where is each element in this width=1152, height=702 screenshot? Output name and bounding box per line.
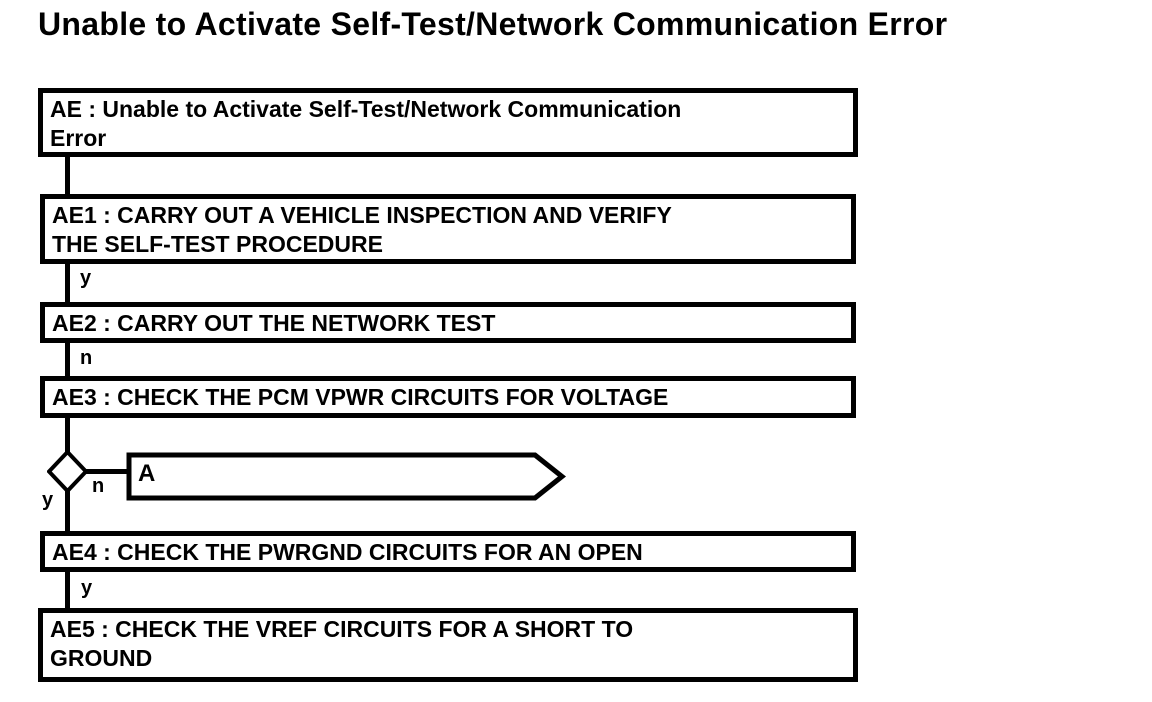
node-ae1: AE1 : CARRY OUT A VEHICLE INSPECTION AND… [40, 194, 856, 264]
node-label-line: AE2 : CARRY OUT THE NETWORK TEST [52, 310, 496, 336]
node-ae4: AE4 : CHECK THE PWRGND CIRCUITS FOR AN O… [40, 531, 856, 572]
node-label-line: AE5 : CHECK THE VREF CIRCUITS FOR A SHOR… [50, 616, 634, 642]
node-label-line: AE3 : CHECK THE PCM VPWR CIRCUITS FOR VO… [52, 384, 669, 410]
connector-ae-to-ae1 [65, 152, 70, 200]
decision-diamond [47, 450, 88, 493]
edge-label-yes: y [80, 267, 92, 289]
offpage-connector-shape [126, 452, 567, 501]
node-ae3: AE3 : CHECK THE PCM VPWR CIRCUITS FOR VO… [40, 376, 856, 418]
node-label-line: THE SELF-TEST PROCEDURE [52, 231, 383, 257]
node-label-line: GROUND [50, 645, 153, 671]
connector-ae1-to-ae2 [65, 259, 70, 308]
node-ae5: AE5 : CHECK THE VREF CIRCUITS FOR A SHOR… [38, 608, 858, 682]
node-label-line: AE4 : CHECK THE PWRGND CIRCUITS FOR AN O… [52, 539, 643, 565]
edge-label-yes: y [81, 577, 93, 599]
node-ae: AE : Unable to Activate Self-Test/Networ… [38, 88, 858, 157]
node-label-line: AE1 : CARRY OUT A VEHICLE INSPECTION AND… [52, 202, 672, 228]
connector-ae4-to-ae5 [65, 567, 70, 614]
edge-label-yes: y [42, 489, 54, 511]
connector-ae3-to-decision [65, 413, 70, 456]
connector-decision-to-offpage [84, 469, 130, 474]
edge-label-no: n [92, 475, 105, 497]
node-label-line: Error [50, 125, 107, 151]
offpage-connector-label: A [138, 460, 156, 487]
page-title: Unable to Activate Self-Test/Network Com… [38, 6, 948, 42]
connector-ae2-to-ae3 [65, 338, 70, 382]
connector-decision-to-ae4 [65, 487, 70, 537]
node-label-line: AE : Unable to Activate Self-Test/Networ… [50, 96, 682, 122]
node-ae2: AE2 : CARRY OUT THE NETWORK TEST [40, 302, 856, 343]
edge-label-no: n [80, 347, 93, 369]
